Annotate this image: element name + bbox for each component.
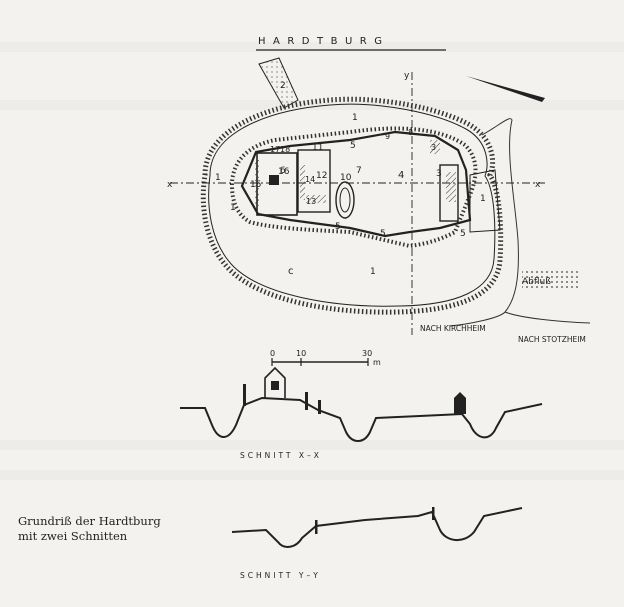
number-label: 5 bbox=[335, 222, 341, 232]
plan-title: HARDTBURG bbox=[258, 36, 390, 47]
label-abfluss: Abfluß bbox=[522, 277, 551, 287]
number-label: 4 bbox=[398, 170, 404, 181]
number-label: 1 bbox=[352, 113, 358, 123]
number-label: 2 bbox=[280, 81, 286, 91]
number-label: 5 bbox=[380, 229, 386, 239]
section-x-keep-window bbox=[271, 381, 279, 390]
section-y-label: SCHNITT Y–Y bbox=[240, 571, 321, 580]
road-east bbox=[481, 118, 519, 313]
scale-label-30: 30 bbox=[362, 349, 372, 358]
number-label: 11 bbox=[312, 143, 323, 153]
number-label: 1 bbox=[480, 194, 486, 204]
section-x: SCHNITT X–X bbox=[180, 366, 543, 460]
number-label: 16 bbox=[278, 167, 290, 177]
number-label: 17 bbox=[270, 145, 280, 154]
scale-unit: m bbox=[373, 358, 381, 367]
east-tower bbox=[430, 140, 440, 154]
core-wall bbox=[240, 130, 472, 238]
section-x-wall bbox=[305, 392, 308, 410]
caption-line-1: Grundriß der Hardtburg bbox=[18, 514, 161, 528]
number-label: 5 bbox=[460, 229, 466, 239]
wall-hatched bbox=[300, 165, 305, 200]
section-x-wall bbox=[243, 384, 246, 406]
section-y-wall bbox=[432, 507, 435, 520]
number-label: 18 bbox=[280, 145, 290, 154]
scale-label-10: 10 bbox=[296, 349, 306, 358]
number-label: 1 bbox=[215, 173, 221, 183]
number-label: 6 bbox=[280, 166, 286, 176]
figure-caption: Grundriß der Hardtburg mit zwei Schnitte… bbox=[18, 514, 188, 544]
number-label: 5 bbox=[350, 141, 356, 151]
section-y-profile bbox=[231, 507, 523, 548]
scale-label-0: 0 bbox=[270, 349, 275, 358]
road-northwest-fill bbox=[260, 58, 298, 108]
section-x-keep bbox=[264, 366, 286, 398]
label-nach-kirchheim: NACH KIRCHHEIM bbox=[420, 324, 486, 333]
number-label: 10 bbox=[340, 173, 352, 183]
section-x-profile bbox=[180, 396, 543, 442]
north-arrow bbox=[466, 76, 545, 102]
keep-tower bbox=[269, 175, 279, 185]
inner-ditch-hatching bbox=[229, 126, 478, 249]
number-label: 1 bbox=[230, 203, 236, 213]
scale-bar: 0 10 30 m bbox=[270, 349, 381, 367]
number-label: 13 bbox=[306, 197, 316, 206]
oval-structure-inner bbox=[339, 187, 351, 213]
number-label: 3 bbox=[436, 169, 442, 179]
number-label: 9 bbox=[385, 132, 390, 141]
section-x-label: SCHNITT X–X bbox=[240, 451, 322, 460]
outer-rampart-hatching bbox=[200, 96, 504, 315]
wall-hatched bbox=[306, 195, 326, 203]
road-southeast bbox=[504, 311, 591, 324]
section-x-tower bbox=[454, 392, 466, 414]
road-south bbox=[449, 311, 506, 327]
section-x-wall bbox=[318, 400, 321, 414]
east-building-hatched bbox=[446, 172, 456, 202]
east-outwork bbox=[469, 169, 501, 233]
label-c: c bbox=[288, 266, 294, 277]
west-buildings bbox=[297, 149, 331, 213]
number-label: 8 bbox=[408, 128, 413, 137]
section-y-wall bbox=[315, 520, 318, 534]
drainage-area bbox=[522, 270, 578, 290]
section-marker-x-east: x bbox=[535, 180, 541, 190]
oval-structure bbox=[335, 181, 355, 219]
number-label: 3 bbox=[431, 143, 436, 152]
number-label: 12 bbox=[316, 171, 327, 181]
number-label: 7 bbox=[356, 166, 362, 176]
east-building bbox=[439, 164, 459, 222]
number-label: 1 bbox=[370, 267, 376, 277]
number-label: 14 bbox=[305, 175, 315, 184]
section-marker-x-west: x bbox=[167, 180, 173, 190]
caption-line-2: mit zwei Schnitten bbox=[18, 529, 128, 543]
label-nach-stotzheim: NACH STOTZHEIM bbox=[518, 335, 586, 344]
section-marker-y-north: y bbox=[404, 71, 410, 81]
section-y: SCHNITT Y–Y bbox=[231, 507, 523, 580]
outer-rampart-line bbox=[208, 103, 496, 307]
number-label: 15 bbox=[250, 180, 261, 190]
site-plan: HARDTBURG 2 bbox=[167, 36, 591, 367]
